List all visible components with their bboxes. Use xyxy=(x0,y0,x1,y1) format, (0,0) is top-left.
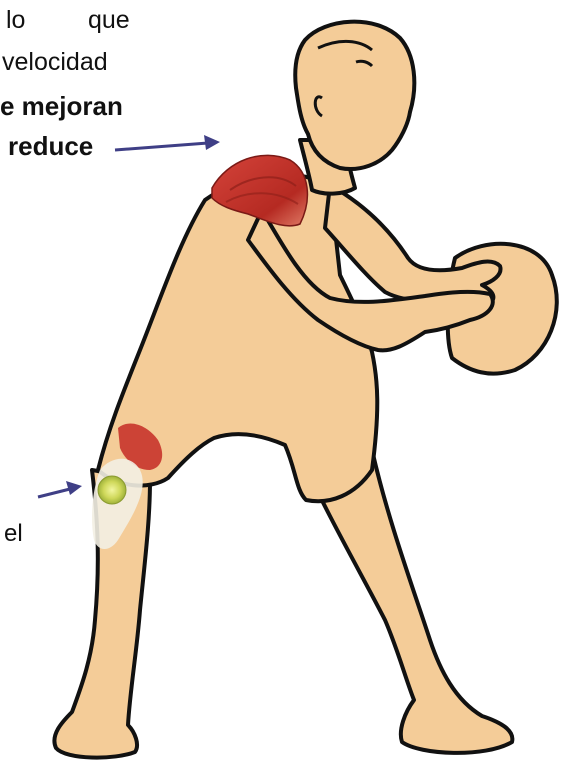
arrow-right-icon xyxy=(38,481,82,497)
text-lo: lo xyxy=(6,6,25,34)
head xyxy=(295,22,414,169)
text-que: que xyxy=(88,6,130,35)
arrow-right-icon xyxy=(115,135,220,150)
knee-cap xyxy=(98,476,126,504)
text-line-4: reduce xyxy=(8,131,93,162)
text-line-1: lo que xyxy=(6,6,25,35)
back-arm xyxy=(325,185,501,307)
text-line-5: el xyxy=(4,520,23,548)
text-line-3: e mejoran xyxy=(0,91,123,122)
text-line-2: velocidad xyxy=(2,48,108,77)
